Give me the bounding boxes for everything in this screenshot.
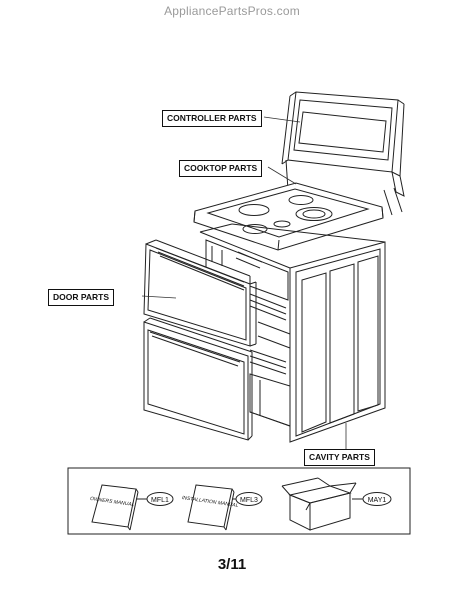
accessory-code-mfl1: MFL1 (151, 497, 169, 504)
controller-assembly (281, 91, 405, 216)
accessory-code-mfl3: MFL3 (240, 497, 258, 504)
carton-box-icon (281, 477, 357, 531)
leader-lines (141, 116, 347, 450)
accessories-box (67, 467, 411, 535)
upper-door (143, 239, 257, 347)
page-number: 3/11 (217, 556, 247, 573)
door-parts-callout[interactable]: DOOR PARTS (48, 289, 115, 306)
cooktop-parts-callout[interactable]: COOKTOP PARTS (179, 160, 263, 177)
lower-door (143, 317, 253, 441)
cooktop-assembly (193, 182, 384, 251)
accessory-code-may1: MAY1 (368, 497, 387, 504)
controller-parts-callout[interactable]: CONTROLLER PARTS (162, 110, 262, 127)
watermark: AppliancePartsPros.com (164, 4, 300, 18)
owners-manual-icon (91, 484, 137, 528)
cavity-parts-callout[interactable]: CAVITY PARTS (304, 449, 375, 466)
cavity-assembly (199, 223, 386, 443)
